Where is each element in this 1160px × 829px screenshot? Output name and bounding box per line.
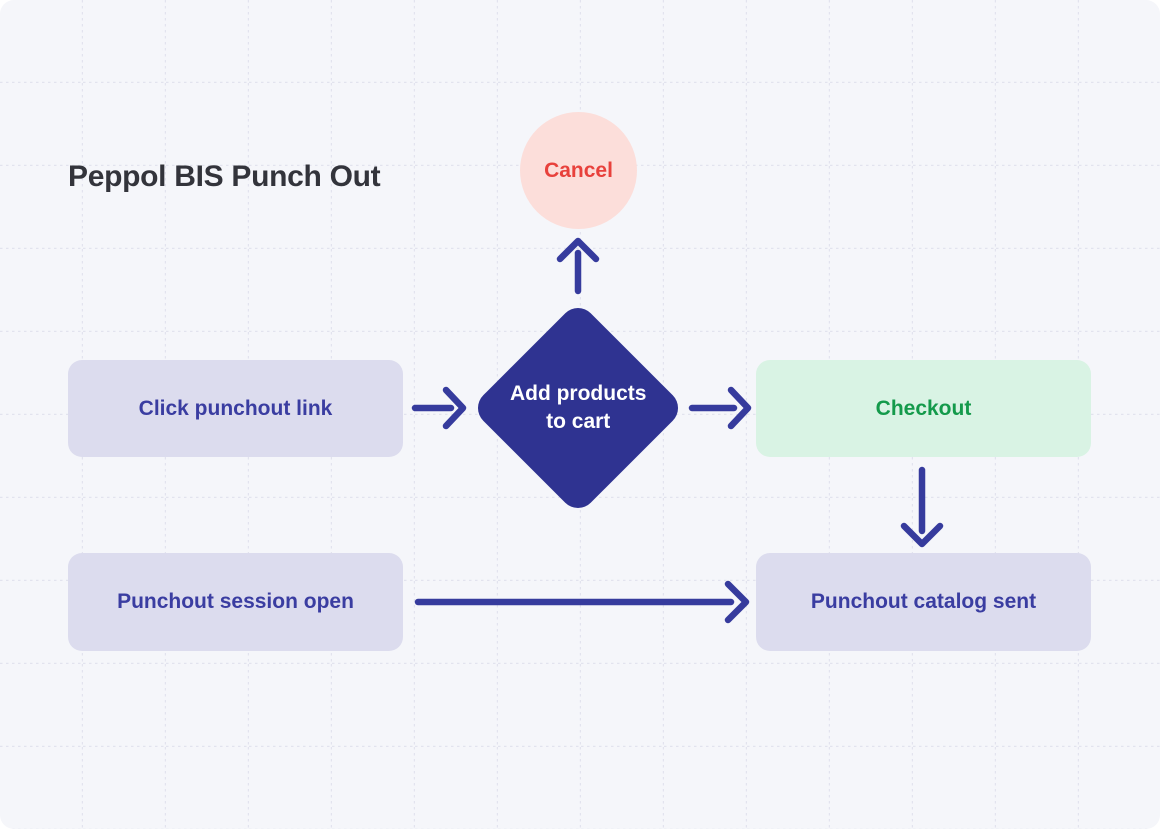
- node-cancel: Cancel: [520, 112, 637, 229]
- arrow-session-open-to-catalog-sent: [414, 580, 750, 624]
- diagram-title: Peppol BIS Punch Out: [68, 160, 381, 193]
- node-punchout-session-open-label: Punchout session open: [117, 590, 354, 613]
- arrow-add-products-to-checkout: [688, 386, 752, 430]
- node-click-punchout-link: Click punchout link: [68, 360, 403, 457]
- node-add-products-to-cart: Add products to cart: [470, 300, 686, 516]
- node-checkout-label: Checkout: [875, 396, 972, 420]
- node-cancel-label: Cancel: [544, 158, 613, 182]
- node-add-products-to-cart-label: Add products to cart: [509, 382, 647, 433]
- arrow-add-products-to-cancel: [556, 237, 600, 295]
- node-click-punchout-link-label: Click punchout link: [138, 396, 333, 420]
- node-punchout-session-open: Punchout session open: [68, 553, 403, 651]
- node-checkout: Checkout: [756, 360, 1091, 457]
- arrow-checkout-to-catalog-sent: [900, 466, 944, 548]
- node-punchout-catalog-sent-label: Punchout catalog sent: [810, 590, 1037, 613]
- arrow-click-to-add-products: [411, 386, 467, 430]
- node-punchout-catalog-sent: Punchout catalog sent: [756, 553, 1091, 651]
